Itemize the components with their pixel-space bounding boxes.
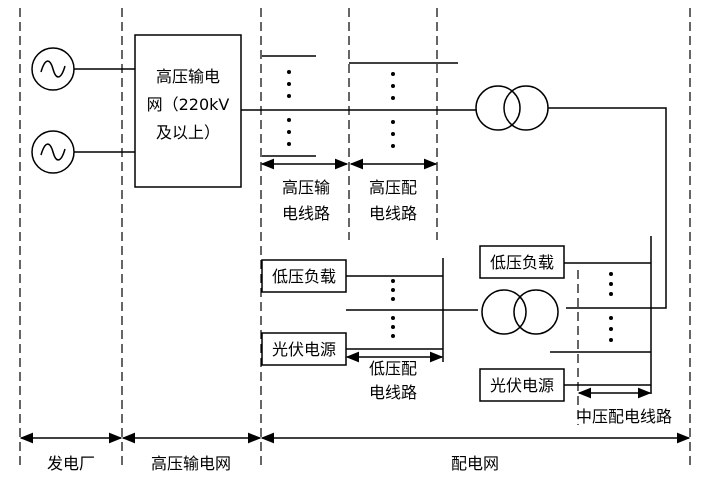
ellipsis-dots — [391, 72, 395, 148]
sine-wave-icon — [40, 143, 66, 161]
hv-grid-label-line1: 高压输电 — [156, 67, 220, 86]
lv-distribution-line-label-2: 电线路 — [369, 383, 417, 402]
transformer-bottom-icon — [481, 289, 559, 335]
pv-left-label: 光伏电源 — [272, 340, 336, 359]
hv-distribution-line-label-1: 高压配 — [369, 178, 417, 197]
ellipsis-dots — [391, 279, 395, 338]
mv-distribution-line-label: 中压配电线路 — [576, 407, 672, 426]
section-label-power-plant: 发电厂 — [47, 454, 95, 473]
section-label-hv-grid: 高压输电网 — [151, 454, 231, 473]
lv-distribution-line-label-1: 低压配 — [369, 359, 417, 378]
generator-2 — [31, 130, 75, 174]
hv-distribution-line-label-2: 电线路 — [369, 204, 417, 223]
hv-grid-box — [134, 34, 242, 188]
hv-grid-label-line2: 网（220kV — [147, 95, 230, 114]
hv-to-mv-connection — [548, 107, 667, 309]
lv-load-right-label: 低压负载 — [490, 253, 554, 272]
lv-load-right-box — [479, 245, 565, 279]
pv-left-box — [261, 332, 347, 366]
section-boundaries — [19, 8, 691, 470]
transformer-top-icon — [475, 85, 549, 131]
hv-transmission-line-label-1: 高压输 — [282, 178, 330, 197]
pv-right-label: 光伏电源 — [490, 376, 554, 395]
lv-load-left-label: 低压负载 — [272, 267, 336, 286]
sine-wave-icon — [40, 60, 66, 78]
lv-load-left-box — [261, 259, 347, 293]
generator-1 — [31, 47, 75, 91]
ellipsis-dots — [287, 70, 291, 146]
pv-right-box — [479, 368, 565, 402]
ellipsis-dots — [609, 272, 613, 342]
section-label-distribution-grid: 配电网 — [451, 454, 499, 473]
hv-transmission-line-label-2: 电线路 — [282, 204, 330, 223]
hv-grid-label-line3: 及以上） — [156, 123, 220, 142]
